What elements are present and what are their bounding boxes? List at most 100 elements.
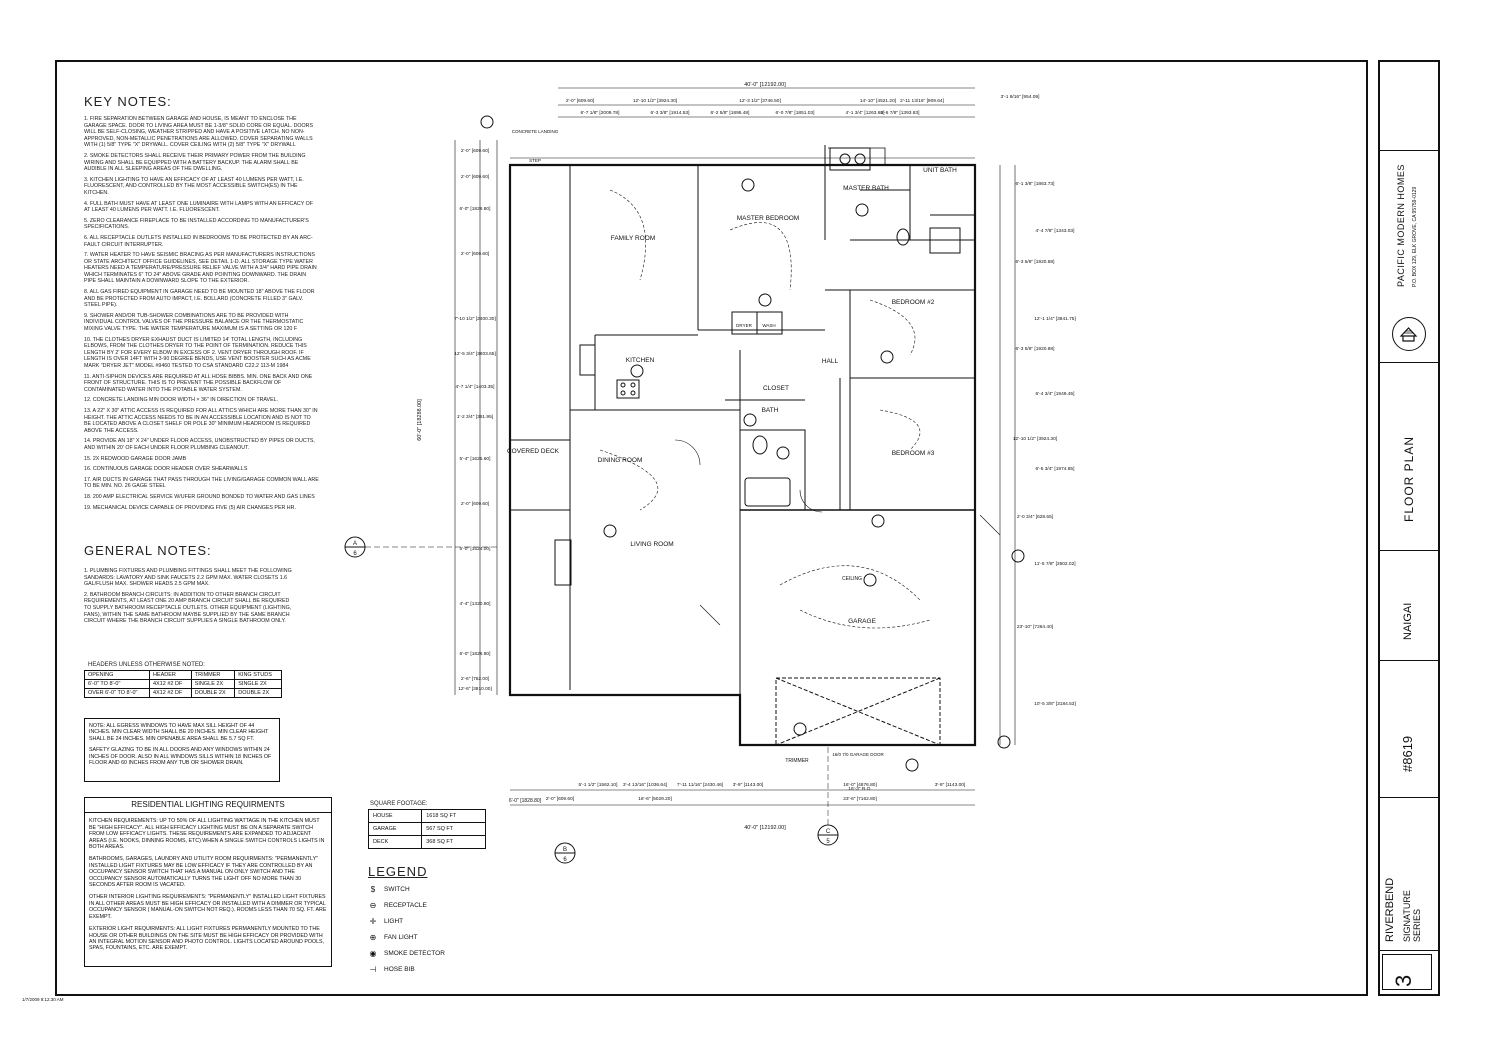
dimension-label: 16'-6" [5029.20] [638, 796, 672, 802]
dimension-label: 3'-4 13/16" [1036.64] [623, 782, 667, 788]
headers-table-title: HEADERS UNLESS OTHERWISE NOTED: [88, 662, 205, 668]
title-block: PACIFIC MODERN HOMES P.O. BOX 129, ELK G… [1378, 60, 1440, 996]
key-note-item: 13. A 22" X 30" ATTIC ACCESS IS REQUIRED… [84, 407, 318, 434]
headers-cell: SINGLE 2X [190, 679, 236, 689]
room-master-bedroom: MASTER BEDROOM [737, 215, 799, 222]
sheet-title: FLOOR PLAN [1402, 435, 1416, 522]
egress-note-box: NOTE: ALL EGRESS WINDOWS TO HAVE MAX SIL… [84, 718, 280, 782]
headers-cell: DOUBLE 2X [190, 688, 236, 698]
lighting-paragraph: OTHER INTERIOR LIGHTING REQUIREMENTS: "P… [89, 894, 327, 920]
lighting-paragraph: EXTERIOR LIGHT REQUIRMENTS: ALL LIGHT FI… [89, 926, 325, 952]
lighting-paragraphs: KITCHEN REQUIREMENTS: UP TO 50% OF ALL L… [85, 813, 331, 962]
key-note-item: 12. CONCRETE LANDING MIN DOOR WIDTH × 36… [84, 397, 279, 404]
smoke-detector-icon: ◉ [369, 948, 377, 958]
key-note-item: 1. FIRE SEPARATION BETWEEN GARAGE AND HO… [84, 116, 314, 149]
legend-item: ◉SMOKE DETECTOR [366, 945, 445, 961]
headers-cell: DOUBLE 2X [234, 688, 282, 698]
project-name: RIVERBEND [1384, 877, 1396, 942]
key-note-item: 19. MECHANICAL DEVICE CAPABLE OF PROVIDI… [84, 504, 296, 511]
concrete-landing-label: CONCRETE LANDING [512, 129, 559, 134]
dimension-label: 6'-5 3/4" [1974.85] [1036, 466, 1075, 472]
dimension-label: 2'-11 13/16" [909.64] [900, 98, 944, 104]
dimension-label: 6'-0 7/8" [1851.03] [776, 110, 815, 116]
safety-note: SAFETY GLAZING TO BE IN ALL DOORS AND AN… [89, 747, 272, 767]
dimension-labels: 2'-0" [609.60]12'-10 1/2" [3924.30]12'-3… [454, 94, 1076, 802]
dimension-label: 23'-10" [7264.40] [1017, 624, 1053, 630]
legend-label: FAN LIGHT [384, 933, 418, 941]
dimension-label: 2'-0 3/4" [628.65] [1017, 514, 1053, 520]
receptacle-icon: ⊖ [369, 900, 377, 910]
fireplace [554, 539, 572, 586]
dimension-label: 11'-5 7/8" [3502.02] [1034, 561, 1075, 567]
ceiling-label: CEILING [842, 576, 862, 582]
key-note-item: 10. THE CLOTHES DRYER EXHAUST DUCT IS LI… [84, 336, 311, 369]
dimension-label: 2'-0" [609.60] [546, 796, 574, 802]
room-hall: HALL [822, 358, 839, 365]
room-living: LIVING ROOM [630, 541, 673, 548]
dimension-label: 10'-5 3/8" [3184.53] [1034, 701, 1076, 707]
room-closet: CLOSET [763, 385, 789, 392]
dimension-label: 2'-0" [609.60] [461, 501, 489, 507]
company-address: P.O. BOX 129, ELK GROVE, CA 95759-0129 [1412, 186, 1418, 287]
dimension-label: 4'-6 7/8" [1393.83] [881, 110, 920, 116]
series-name: SIGNATURE SERIES [1402, 890, 1422, 942]
switch-icon: $ [370, 884, 376, 894]
key-note-item: 11. ANTI-SIPHON DEVICES ARE REQUIRED AT … [84, 373, 313, 393]
dimension-label: 3'-1 9/16" [954.09] [1001, 94, 1040, 100]
lighting-title: RESIDENTIAL LIGHTING REQUIRMENTS [85, 798, 331, 814]
headers-col-3: KING STUDS [234, 670, 282, 680]
plot-timestamp: 1/7/2009 8:12:30 AM [22, 997, 64, 1002]
headers-cell: 6'-0" TO 8'-0" [84, 679, 150, 689]
key-note-item: 8. ALL GAS FIRED EQUIPMENT IN GARAGE NEE… [84, 289, 315, 309]
section-b-letter: B [563, 847, 567, 853]
key-note-item: 17. AIR DUCTS IN GARAGE THAT PASS THROUG… [84, 476, 319, 490]
dimension-label: 6'-1 3/8" [1863.73] [1016, 181, 1055, 187]
dimension-label: 6'-7 1/8" [2009.78] [581, 110, 620, 116]
dimension-label: 2'-0" [609.60] [566, 98, 594, 104]
plan-number: #8619 [1400, 735, 1415, 772]
floor-plan-drawing: FAMILY ROOM MASTER BEDROOM MASTER BATH U… [344, 82, 1076, 864]
dimension-label: 6'-4 3/4" [1949.45] [1036, 391, 1075, 397]
dryer-label: DRYER [736, 323, 752, 328]
legend-list: $SWITCH⊖RECEPTACLE✛LIGHT⊕FAN LIGHT◉SMOKE… [366, 881, 445, 977]
sheet-number-box: 3 [1382, 954, 1432, 990]
section-c-letter: C [826, 829, 831, 835]
section-a-letter: A [353, 541, 357, 547]
dimension-label: 2'-6" [762.00] [461, 676, 489, 682]
dimension-label: 5'-1 1/2" [1562.10] [579, 782, 618, 788]
key-note-item: 3. KITCHEN LIGHTING TO HAVE AN EFFICACY … [84, 176, 304, 196]
key-notes-list: 1. FIRE SEPARATION BETWEEN GARAGE AND HO… [84, 116, 319, 515]
headers-col-2: TRIMMER [190, 670, 236, 680]
egress-note: NOTE: ALL EGRESS WINDOWS TO HAVE MAX SIL… [89, 723, 269, 742]
dimension-label: 4'-1 3/4" [1263.65] [846, 110, 885, 116]
dimension-label: 5'-4" [1625.60] [460, 456, 491, 462]
dimension-label: 6'-0" [1828.80] [460, 651, 491, 657]
legend-item: ⊖RECEPTACLE [366, 897, 445, 913]
wash-label: WASH [762, 323, 775, 328]
washer [756, 311, 783, 335]
sheet-number: 3 [1391, 974, 1416, 987]
trimmer-label: TRIMMER [785, 758, 809, 764]
square-footage-title: SQUARE FOOTAGE: [370, 801, 428, 807]
dimension-label: 2'-0" [609.60] [461, 251, 489, 257]
room-bath: BATH [762, 407, 779, 414]
room-family: FAMILY ROOM [611, 235, 656, 242]
section-c-sheet: 5 [826, 839, 830, 845]
general-note-item: 1. PLUMBING FIXTURES AND PLUMBING FITTIN… [84, 568, 292, 588]
key-notes-title: KEY NOTES: [84, 94, 172, 109]
sqft-cell: 368 SQ FT [421, 835, 486, 849]
key-note-item: 18. 200 AMP ELECTRICAL SERVICE W/UFER GR… [84, 493, 315, 500]
dimension-label: 12'-6" [3810.00] [458, 686, 492, 692]
room-kitchen: KITCHEN [626, 357, 655, 364]
dim-bottom-overall: 40'-0" [12192.00] [744, 825, 786, 831]
dimension-label: 2'-0" [609.60] [461, 148, 489, 154]
lighting-paragraph: KITCHEN REQUIREMENTS: UP TO 50% OF ALL L… [89, 818, 325, 851]
key-note-item: 2. SMOKE DETECTORS SHALL RECEIVE THEIR P… [84, 152, 306, 173]
bathtub [744, 477, 791, 507]
dimension-label: 16'-0" [4876.80] [843, 782, 877, 788]
room-unit-bath: UNIT BATH [923, 167, 957, 174]
key-note-item: 14. PROVIDE AN 18" X 24" UNDER FLOOR ACC… [84, 438, 315, 451]
key-note-item: 4. FULL BATH MUST HAVE AT LEAST ONE LUMI… [84, 200, 313, 214]
legend-item: ⊕FAN LIGHT [366, 929, 445, 945]
